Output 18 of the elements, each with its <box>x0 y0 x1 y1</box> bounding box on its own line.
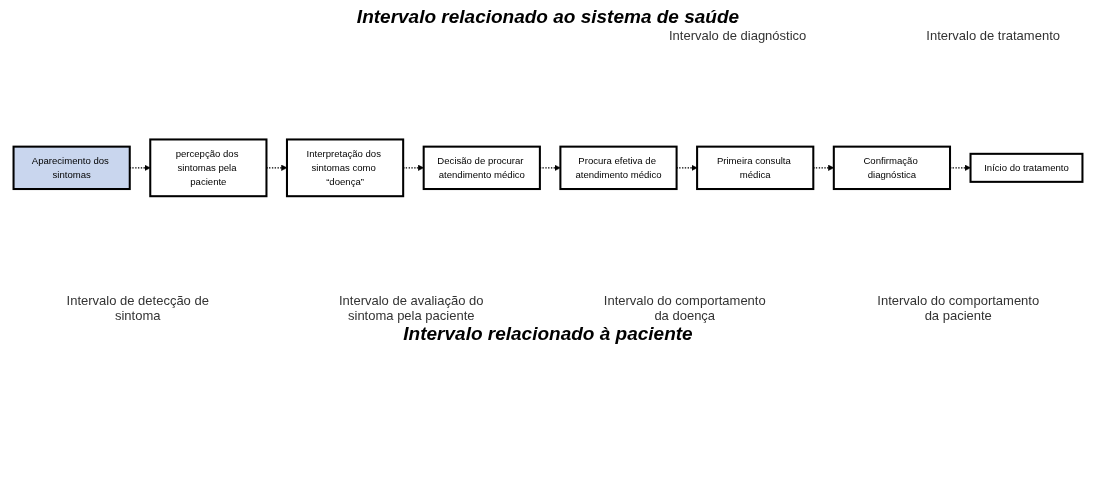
node-box: percepção dos sintomas pela paciente <box>149 138 268 198</box>
node-box: Primeira consulta médica <box>696 145 815 191</box>
node-box: Confirmação diagnóstica <box>832 145 952 191</box>
interval-heading: Intervalo relacionado ao sistema de saúde <box>356 6 740 28</box>
node-box: Início do tratamento <box>969 152 1084 184</box>
node-box: Procura efetiva de atendimento médico <box>559 145 678 191</box>
arrow <box>129 165 151 171</box>
interval-label: Intervalo do comportamento da paciente <box>876 293 1041 323</box>
node-box: Interpretação dos sintomas como “doença” <box>285 138 405 198</box>
interval-heading: Intervalo relacionado à paciente <box>403 323 693 345</box>
interval-label: Intervalo do comportamento da doença <box>602 293 767 323</box>
node-box: Decisão de procurar atendimento médico <box>422 145 541 191</box>
interval-label: Intervalo de detecção de sintoma <box>65 293 210 323</box>
interval-label: Intervalo de avaliação do sintoma pela paciente <box>337 293 485 323</box>
interval-label: Intervalo de diagnóstico <box>669 28 807 43</box>
node-box: Aparecimento dos sintomas <box>12 145 131 191</box>
arrow <box>539 165 561 171</box>
interval-label: Intervalo de tratamento <box>926 28 1060 43</box>
